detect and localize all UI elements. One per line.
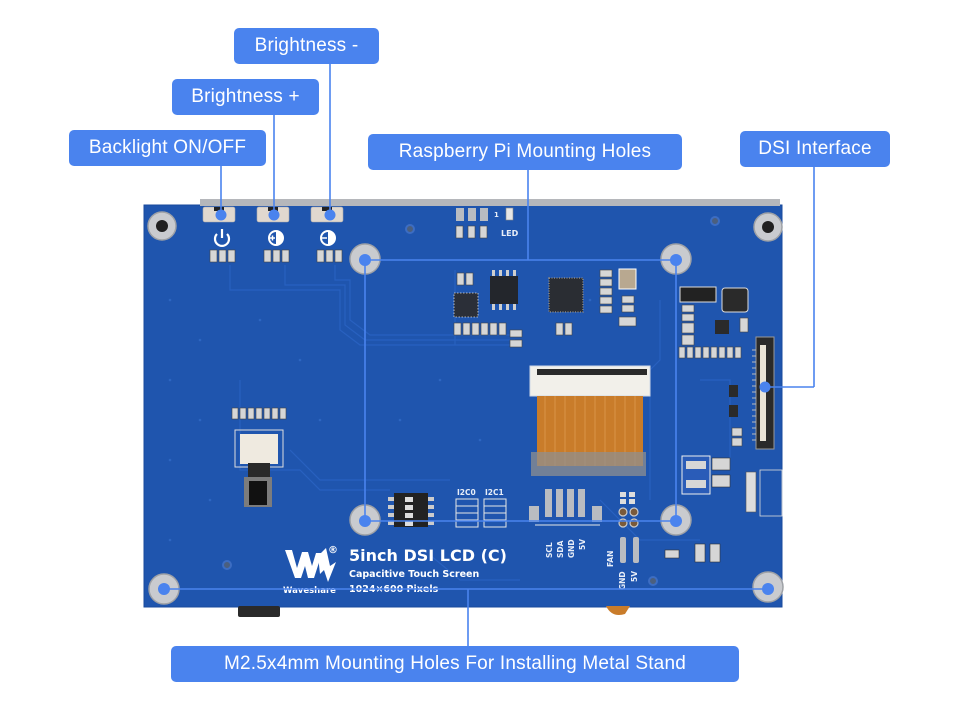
callout-backlight: Backlight ON/OFF — [69, 130, 266, 166]
pin-gnd: GND — [567, 539, 576, 558]
brand-name: Waveshare — [283, 586, 336, 596]
chip-qfn — [453, 292, 479, 318]
fan-header: FAN GND 5V — [606, 492, 639, 590]
crystal — [618, 268, 637, 290]
corner-hole-top-right — [753, 212, 783, 242]
registered-mark: ® — [328, 545, 338, 556]
i2c-pin-pads — [529, 489, 602, 526]
i2c0-label: I2C0 — [457, 488, 476, 497]
brightness-plus-icon — [268, 230, 284, 246]
chip-soic — [490, 270, 518, 310]
led-label: LED — [501, 229, 519, 238]
power-icon — [213, 229, 231, 247]
waveshare-logo — [285, 548, 336, 582]
led-pin-label: 1 — [494, 211, 499, 219]
lower-right-components — [664, 455, 783, 563]
callout-brightness-minus: Brightness - — [234, 28, 379, 64]
fan-pin-5v: 5V — [630, 571, 639, 582]
led-area: 1 LED — [455, 207, 519, 239]
pin-5v: 5V — [578, 539, 587, 550]
brightness-minus-icon — [320, 230, 336, 246]
dsi-connector — [752, 336, 775, 450]
product-name: 5inch DSI LCD (C) — [349, 546, 507, 565]
bottom-fpc — [606, 606, 630, 615]
corner-hole-top-left — [147, 211, 177, 241]
chip-qfp — [548, 277, 584, 313]
pin-scl: SCL — [545, 542, 554, 558]
fan-pin-gnd: GND — [618, 571, 627, 590]
callout-lines — [164, 63, 815, 646]
callout-brightness-plus: Brightness + — [172, 79, 319, 115]
i2c-pin-labels: SCL SDA GND 5V — [545, 539, 587, 558]
i2c-jumpers: I2C0 I2C1 — [455, 488, 507, 528]
fan-label: FAN — [606, 551, 615, 567]
dip-switch — [388, 493, 434, 527]
product-subtitle: Capacitive Touch Screen — [349, 569, 479, 580]
callout-dots — [158, 209, 774, 595]
touch-connector — [231, 407, 287, 507]
callout-dsi-interface: DSI Interface — [740, 131, 890, 167]
fpc-connector — [529, 365, 651, 476]
power-components — [678, 286, 749, 447]
callout-rpi-holes: Raspberry Pi Mounting Holes — [368, 134, 682, 170]
i2c1-label: I2C1 — [485, 488, 504, 497]
bottom-connector — [238, 606, 280, 617]
callout-metal-stand-holes: M2.5x4mm Mounting Holes For Installing M… — [171, 646, 739, 682]
pin-sda: SDA — [556, 540, 565, 558]
